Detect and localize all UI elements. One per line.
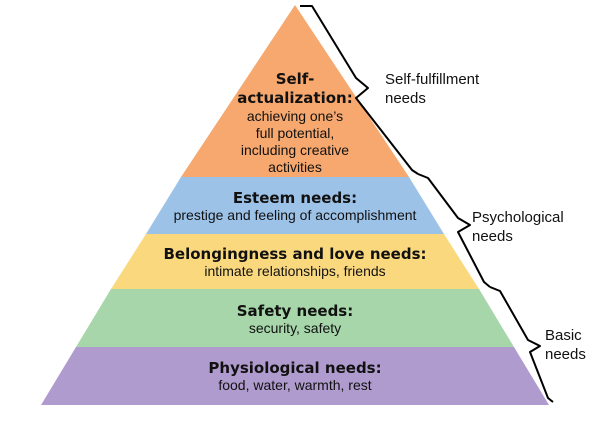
- self-fulfillment-label-2: needs: [385, 90, 426, 107]
- basic-label-2: needs: [545, 346, 586, 363]
- tier-belongingness: [111, 234, 479, 289]
- self-actualization-title-1: Self-: [276, 70, 315, 88]
- physiological-desc: food, water, warmth, rest: [218, 377, 371, 393]
- self-actualization-title-2: actualization:: [237, 89, 352, 107]
- basic-bracket: [489, 286, 554, 403]
- self-actualization-desc-1: achieving one’s: [247, 108, 343, 124]
- tier-self-actualization: [181, 5, 409, 177]
- esteem-desc: prestige and feeling of accomplishment: [174, 207, 417, 223]
- belongingness-desc: intimate relationships, friends: [204, 263, 385, 279]
- tier-safety: [76, 289, 514, 347]
- basic-label-1: Basic: [545, 327, 582, 344]
- self-fulfillment-bracket: [300, 5, 419, 175]
- self-actualization-desc-3: including creative: [241, 142, 349, 158]
- psychological-label-2: needs: [472, 228, 513, 245]
- self-actualization-desc-2: full potential,: [256, 125, 335, 141]
- safety-desc: security, safety: [249, 320, 341, 336]
- self-fulfillment-label-1: Self-fulfillment: [385, 71, 480, 88]
- belongingness-title: Belongingness and love needs:: [163, 245, 426, 263]
- physiological-title: Physiological needs:: [208, 359, 381, 377]
- tier-esteem: [146, 177, 444, 234]
- tier-physiological: [41, 347, 549, 405]
- psychological-label-1: Psychological: [472, 209, 564, 226]
- safety-title: Safety needs:: [237, 302, 353, 320]
- esteem-title: Esteem needs:: [233, 189, 357, 207]
- psychological-bracket: [417, 173, 491, 288]
- self-actualization-desc-4: activities: [268, 159, 322, 175]
